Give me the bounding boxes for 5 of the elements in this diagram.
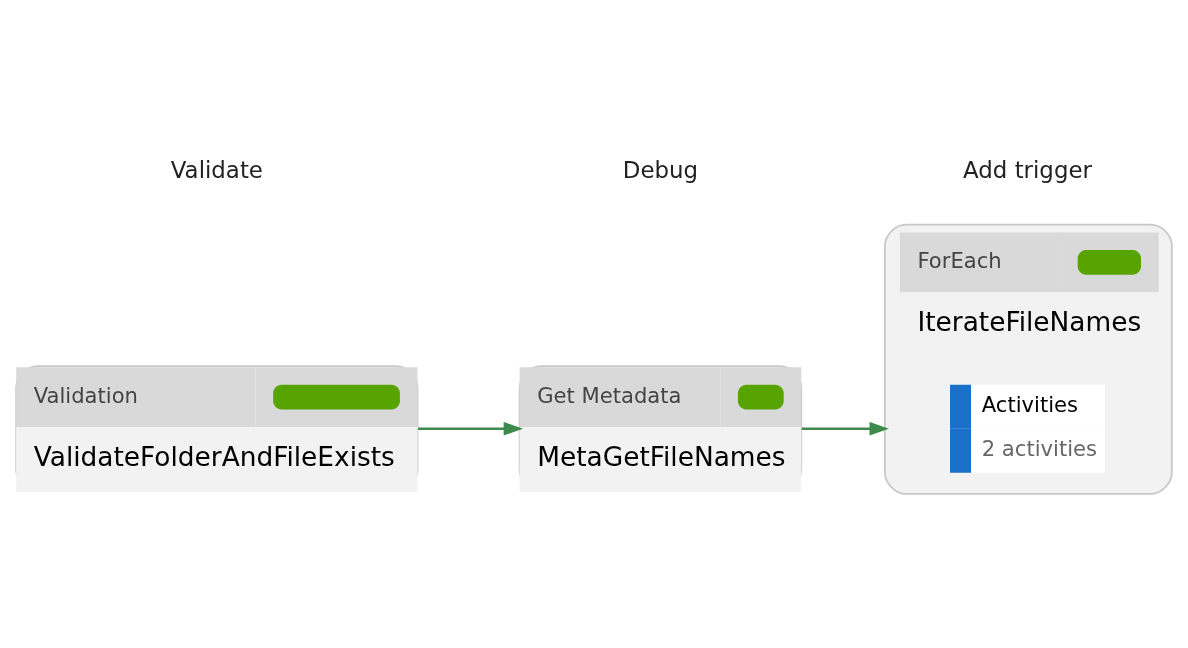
label: Add trigger: [963, 156, 1092, 183]
label: Debug: [622, 156, 699, 183]
arrow: [801, 421, 889, 436]
label: Validate: [170, 156, 263, 183]
arrow: [418, 421, 524, 436]
